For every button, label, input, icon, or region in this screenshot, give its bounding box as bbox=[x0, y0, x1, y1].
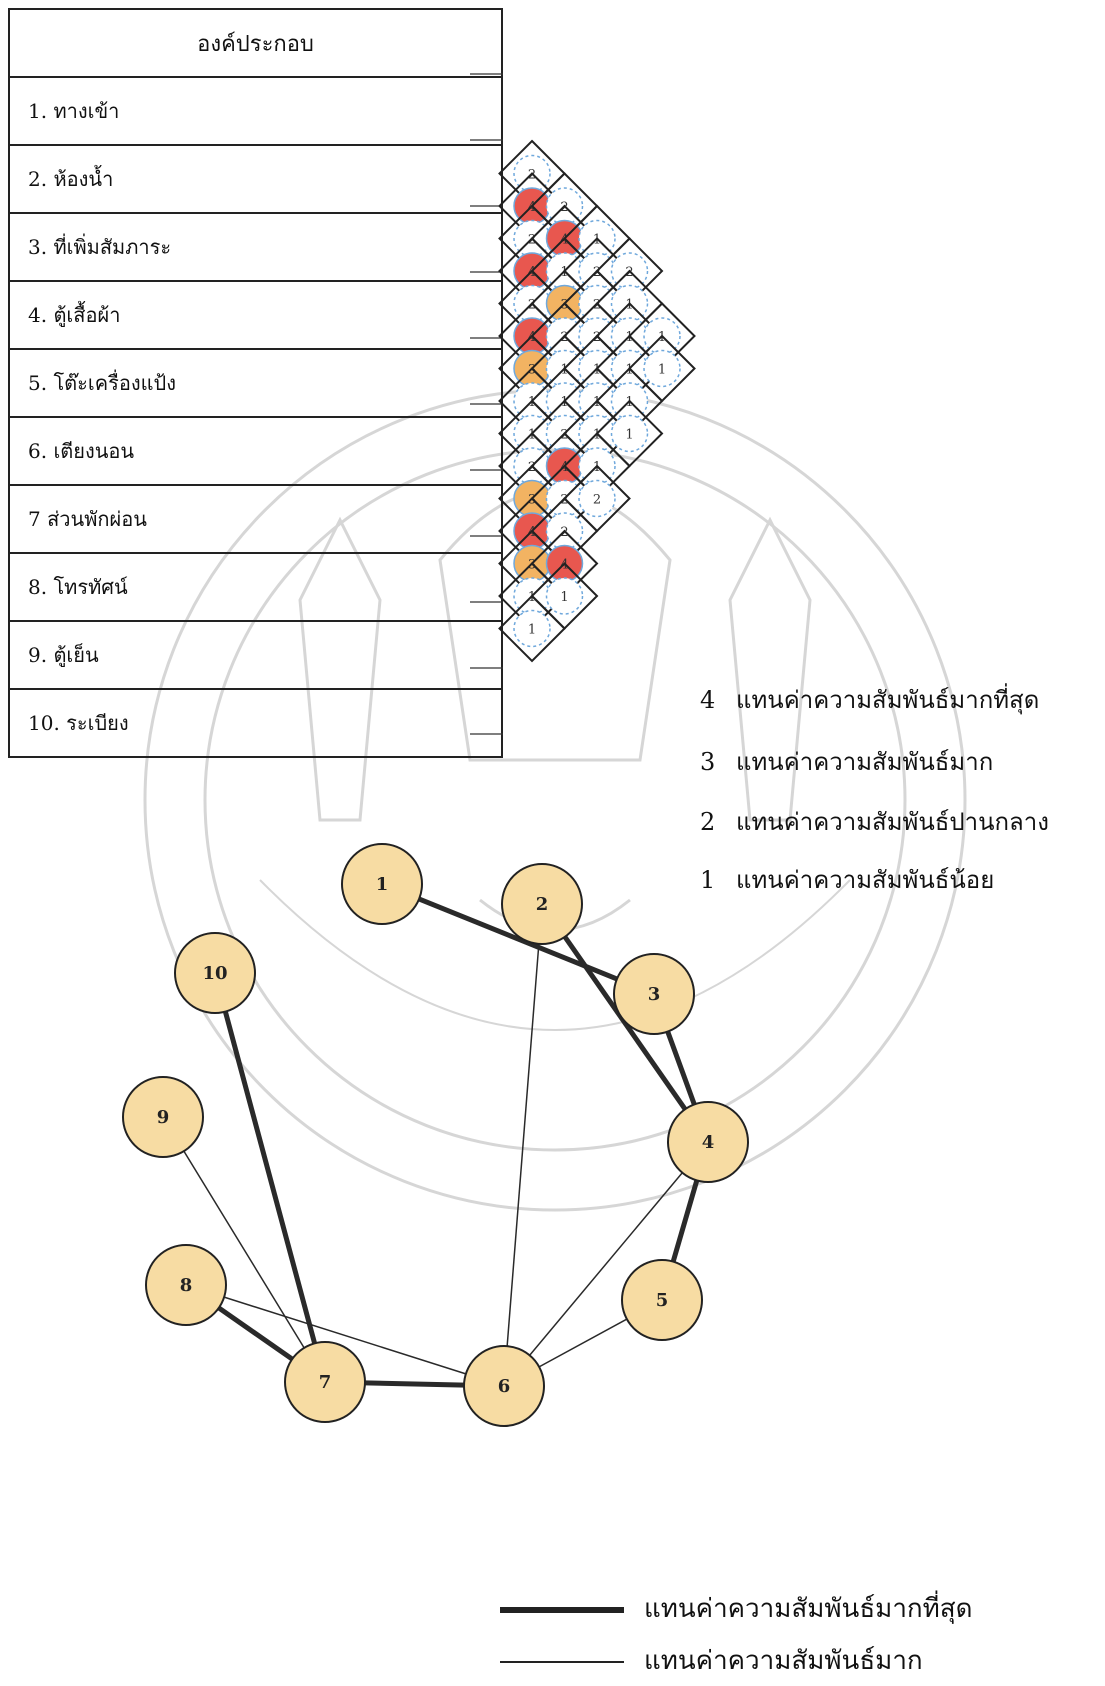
edge-2-6 bbox=[504, 904, 542, 1386]
node-label-2: 2 bbox=[536, 894, 549, 915]
node-label-1: 1 bbox=[376, 874, 389, 895]
node-label-8: 8 bbox=[180, 1275, 193, 1296]
edge-2-4 bbox=[542, 904, 708, 1142]
node-label-7: 7 bbox=[319, 1372, 332, 1393]
node-label-5: 5 bbox=[656, 1290, 669, 1311]
node-label-4: 4 bbox=[702, 1132, 715, 1153]
node-label-10: 10 bbox=[202, 963, 227, 984]
edge-7-10 bbox=[215, 973, 325, 1382]
line-legend-thin: แทนค่าความสัมพันธ์มาก bbox=[500, 1640, 923, 1681]
node-label-3: 3 bbox=[648, 984, 661, 1005]
line-legend-text: แทนค่าความสัมพันธ์มาก bbox=[644, 1646, 923, 1676]
line-legend-text: แทนค่าความสัมพันธ์มากที่สุด bbox=[644, 1594, 973, 1624]
thin-line-swatch bbox=[500, 1661, 624, 1663]
node-label-6: 6 bbox=[498, 1376, 511, 1397]
thick-line-swatch bbox=[500, 1607, 624, 1613]
node-label-9: 9 bbox=[157, 1107, 170, 1128]
line-legend-thick: แทนค่าความสัมพันธ์มากที่สุด bbox=[500, 1588, 973, 1629]
